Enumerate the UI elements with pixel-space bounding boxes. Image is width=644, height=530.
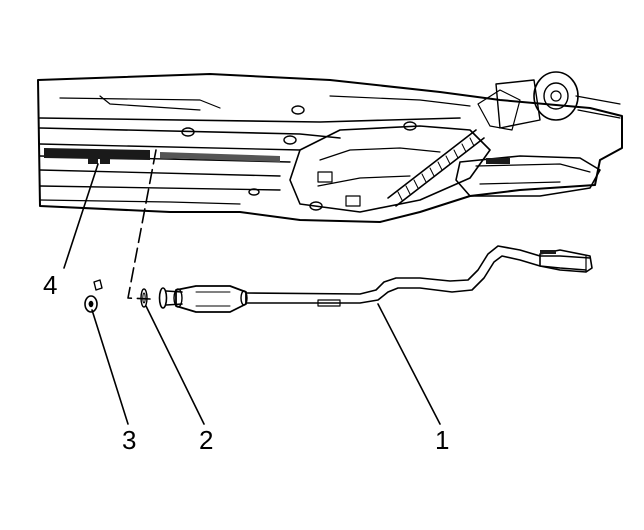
nuts <box>84 279 103 313</box>
callout-4: 4 <box>43 270 58 300</box>
catalytic-converter <box>175 285 247 313</box>
alignment-dashed-line <box>127 149 157 300</box>
leader-line-1 <box>377 303 441 425</box>
vehicle-underbody <box>37 71 623 223</box>
rear-flange <box>539 249 593 273</box>
leader-line-3 <box>91 309 129 425</box>
leader-line-4 <box>63 163 99 269</box>
callout-1: 1 <box>435 425 450 455</box>
manifold-studs <box>88 152 110 164</box>
callout-2: 2 <box>199 425 214 455</box>
steering-rack <box>387 129 485 207</box>
callout-3: 3 <box>122 425 137 455</box>
wheel-hub <box>477 71 621 131</box>
front-flange <box>158 287 168 309</box>
exhaust-pipe-assembly <box>158 245 593 313</box>
leader-line-2 <box>145 305 205 425</box>
